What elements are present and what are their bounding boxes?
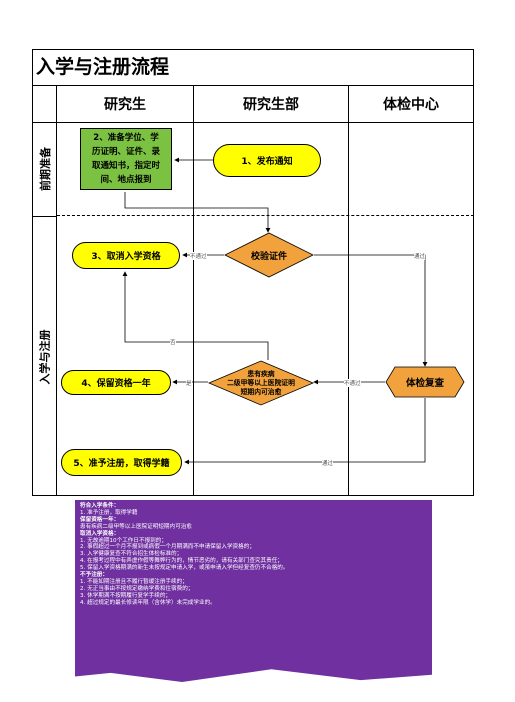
note-line: 患有疾病二级甲等以上医院证明短期内可治愈 (80, 523, 192, 530)
note-line: 4. 超过规定的最长修读年限（含休学）未完成学业的。 (80, 599, 216, 606)
publish-notice-node: 1、发布通知 (213, 144, 321, 177)
edge-label-pass: 通过 (414, 252, 426, 260)
recheck-label: 体检复查 (405, 378, 444, 389)
lane-divider (193, 122, 194, 496)
note-line: 1. 无故逾期10个工作日不报到的； (80, 537, 167, 544)
health-recheck-node (385, 366, 465, 398)
approve-registration-node: 5、准予注册，取得学籍 (61, 449, 182, 476)
note-line: 4. 在报考过程中有弄虚作假等舞弊行为的，情节恶劣的，请有关部门查究其责任； (80, 558, 283, 565)
disease-decision (208, 360, 314, 406)
page-title: 入学与注册流程 (32, 49, 474, 85)
cancel-admission-node: 3、取消入学资格 (72, 242, 180, 269)
edge-label-yes: 是 (186, 379, 192, 387)
note-line: 不予注册： (80, 572, 108, 579)
note-line: 3. 入学健康复查不符合招生体检标准的； (80, 551, 183, 558)
swimlane-frame (32, 122, 474, 496)
note-line: 5. 保留入学资格期满的新生未按规定申请入学，或虽申请入学但经复查仍不合格的。 (80, 565, 289, 572)
verify-documents-decision (224, 232, 314, 278)
verify-label: 校验证件 (250, 251, 287, 262)
lane-divider (56, 122, 57, 496)
note-line: 保留资格一年： (80, 516, 120, 523)
note-line: 1. 不能如期注册且不履行暂缓注册手续的； (80, 578, 188, 585)
note-line: 取消入学资格： (80, 530, 120, 537)
note-line: 符合入学条件： (80, 503, 120, 509)
prepare-documents-box: 2、准备学位、学 历证明、证件、录 取通知书，指定时 间、地点报到 (80, 128, 172, 190)
note-line: 2. 事假超过一个月不报到或病假一个月期满而不申请保留入学资格的； (80, 544, 255, 551)
conditions-note: 符合入学条件： 1. 准予注册，取得学籍 保留资格一年： 患有疾病二级甲等以上医… (75, 500, 432, 682)
edge-label-no: 否 (170, 338, 176, 346)
note-line: 1. 准予注册，取得学籍 (80, 509, 138, 516)
note-line: 2. 无正当事由不按规定缴纳学费和住宿费的； (80, 585, 194, 592)
phase-divider (32, 216, 57, 217)
note-line: 3. 休学期满不按期履行复学手续的； (80, 592, 172, 599)
edge-label-pass: 通过 (322, 459, 334, 467)
edge-label-not-pass: 不通过 (190, 252, 207, 260)
lane-divider (348, 122, 349, 496)
edge-label-not-pass: 不通过 (344, 379, 361, 387)
phase-dashed-divider (57, 215, 474, 216)
disease-label: 患有疾病 二级甲等以上医院证明 短期内可治愈 (227, 369, 295, 396)
retain-qualification-node: 4、保留资格一年 (61, 370, 171, 395)
